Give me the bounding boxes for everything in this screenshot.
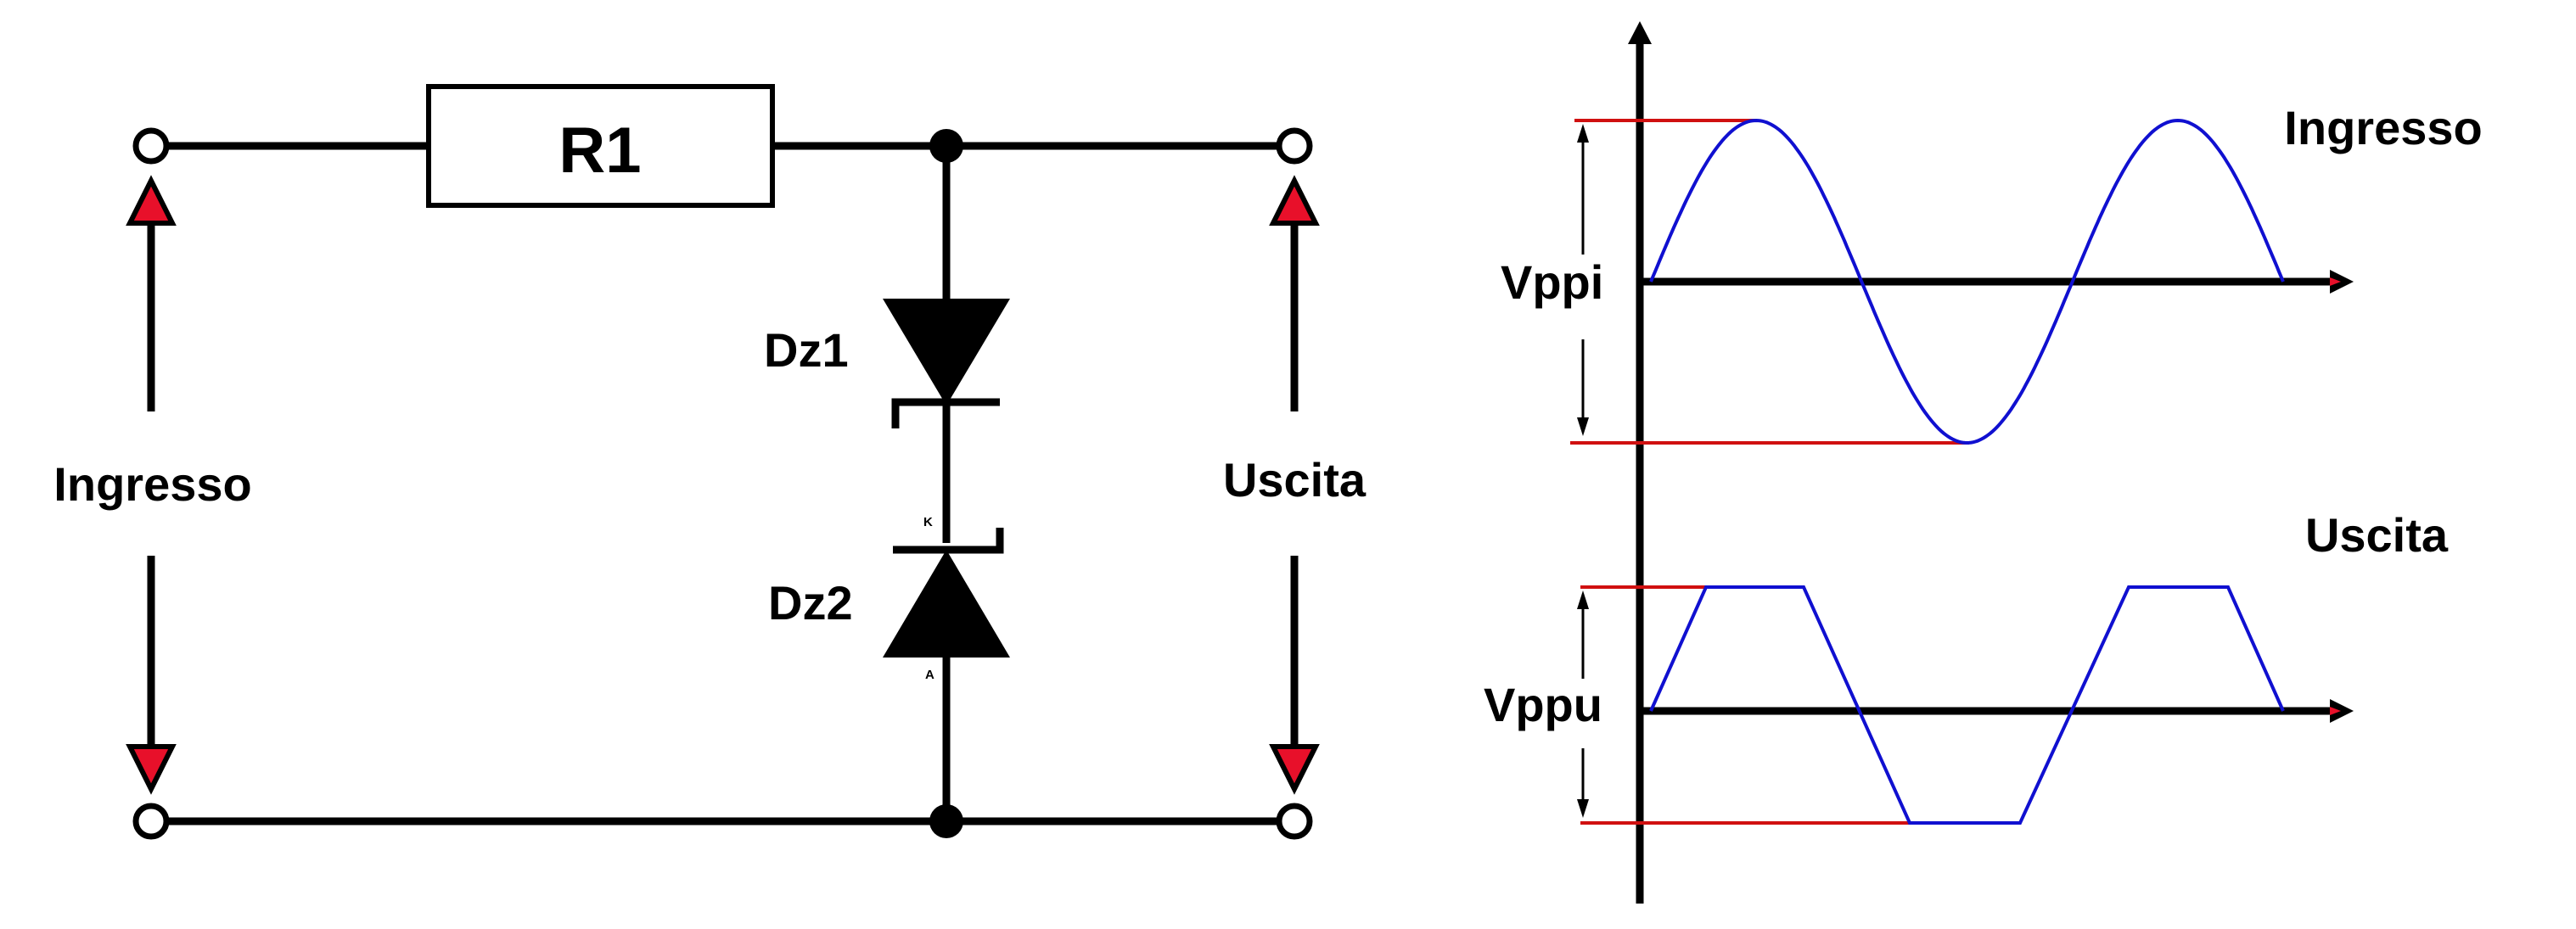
resistor-label: R1: [558, 115, 641, 187]
output-wave-title: Uscita: [2305, 508, 2449, 562]
resistor-r1: R1: [426, 84, 775, 208]
input-label: Ingresso: [53, 457, 251, 511]
output-voltage-arrow: Uscita: [1223, 175, 1367, 795]
output-clipped-wave: [1649, 585, 2285, 825]
input-terminal-top: [132, 127, 170, 165]
junction-dot-bottom: [929, 804, 963, 838]
zener-1-label: Dz1: [764, 323, 849, 377]
zener-2-label: Dz2: [768, 576, 853, 630]
input-wave-title: Ingresso: [2284, 101, 2482, 154]
input-terminal-bottom: [132, 803, 170, 840]
junction-dot-top: [929, 129, 963, 163]
output-vpp-label: Vppu: [1484, 678, 1602, 731]
zener-diode-dz1: Dz1: [764, 299, 1010, 428]
zener-diode-dz2: Dz2 K A: [768, 515, 1010, 682]
input-vpp-label: Vppi: [1501, 255, 1603, 309]
input-time-axis-arrowhead: [2330, 270, 2354, 294]
vertical-axis-arrowhead: [1628, 21, 1652, 44]
input-voltage-arrow: Ingresso: [53, 175, 252, 795]
output-time-axis-arrowhead: [2330, 699, 2354, 723]
waveform-panel: Vppi Vppu Ingresso Uscita: [1484, 21, 2483, 904]
circuit: R1 Dz1 Dz2 K A: [53, 84, 1367, 840]
cathode-mark: K: [923, 515, 933, 529]
output-label: Uscita: [1223, 453, 1367, 506]
anode-mark: A: [925, 668, 934, 682]
input-sine-wave: [1649, 118, 2285, 445]
output-terminal-top: [1276, 127, 1313, 165]
input-vpp-dimension: Vppi: [1501, 124, 1603, 436]
output-terminal-bottom: [1276, 803, 1313, 840]
output-vpp-dimension: Vppu: [1484, 590, 1602, 818]
